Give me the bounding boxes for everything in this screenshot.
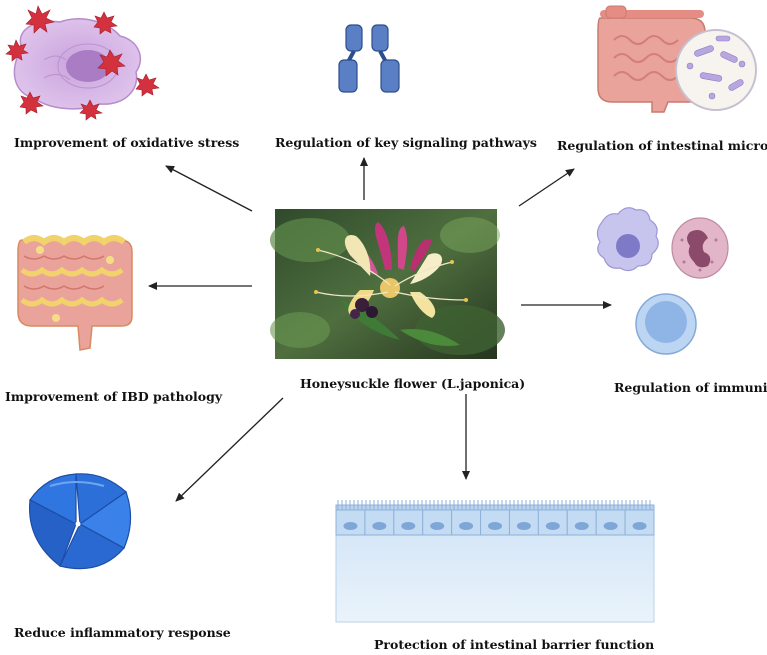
cell-nucleus xyxy=(343,522,358,530)
stressed-cell-icon xyxy=(5,5,160,121)
receptor-dimer-icon xyxy=(338,24,400,93)
intestine-microbiota-icon xyxy=(597,5,757,113)
label-ibd-pathology: Improvement of IBD pathology xyxy=(5,389,223,404)
cell-nucleus xyxy=(545,522,560,530)
epithelial-cell xyxy=(480,509,510,536)
cell-nucleus xyxy=(401,522,416,530)
arrows xyxy=(148,157,612,502)
label-inflammatory-response: Reduce inflammatory response xyxy=(14,625,231,640)
ros-burst-icons xyxy=(5,5,160,121)
cell-nucleus xyxy=(430,522,445,530)
label-immunity: Regulation of immunity xyxy=(614,380,767,395)
epithelial-barrier-icon xyxy=(335,500,655,623)
cell-nucleus xyxy=(574,522,589,530)
inflamed-intestine-icon xyxy=(17,235,133,351)
cell-nucleus xyxy=(603,522,618,530)
label-oxidative-stress: Improvement of oxidative stress xyxy=(14,135,240,150)
cell-nucleus xyxy=(632,522,647,530)
arrow-to-oxidative xyxy=(165,165,253,212)
honeysuckle-flower-photo xyxy=(270,209,505,359)
arrow-to-inflammatory xyxy=(175,397,284,502)
cell-nucleus xyxy=(488,522,502,530)
cell-nucleus xyxy=(516,522,531,530)
label-signaling-pathways: Regulation of key signaling pathways xyxy=(275,135,537,150)
arrow-to-microbiota xyxy=(518,168,575,207)
label-honeysuckle-flower: Honeysuckle flower (L.japonica) xyxy=(300,376,526,391)
inflammasome-icon xyxy=(28,473,132,570)
cell-nucleus xyxy=(459,522,474,530)
label-intestinal-microbiota: Regulation of intestinal microbiota xyxy=(557,138,767,153)
label-intestinal-barrier: Protection of intestinal barrier functio… xyxy=(374,637,655,652)
cell-nucleus xyxy=(372,522,387,530)
immune-cells-icon xyxy=(596,207,729,355)
